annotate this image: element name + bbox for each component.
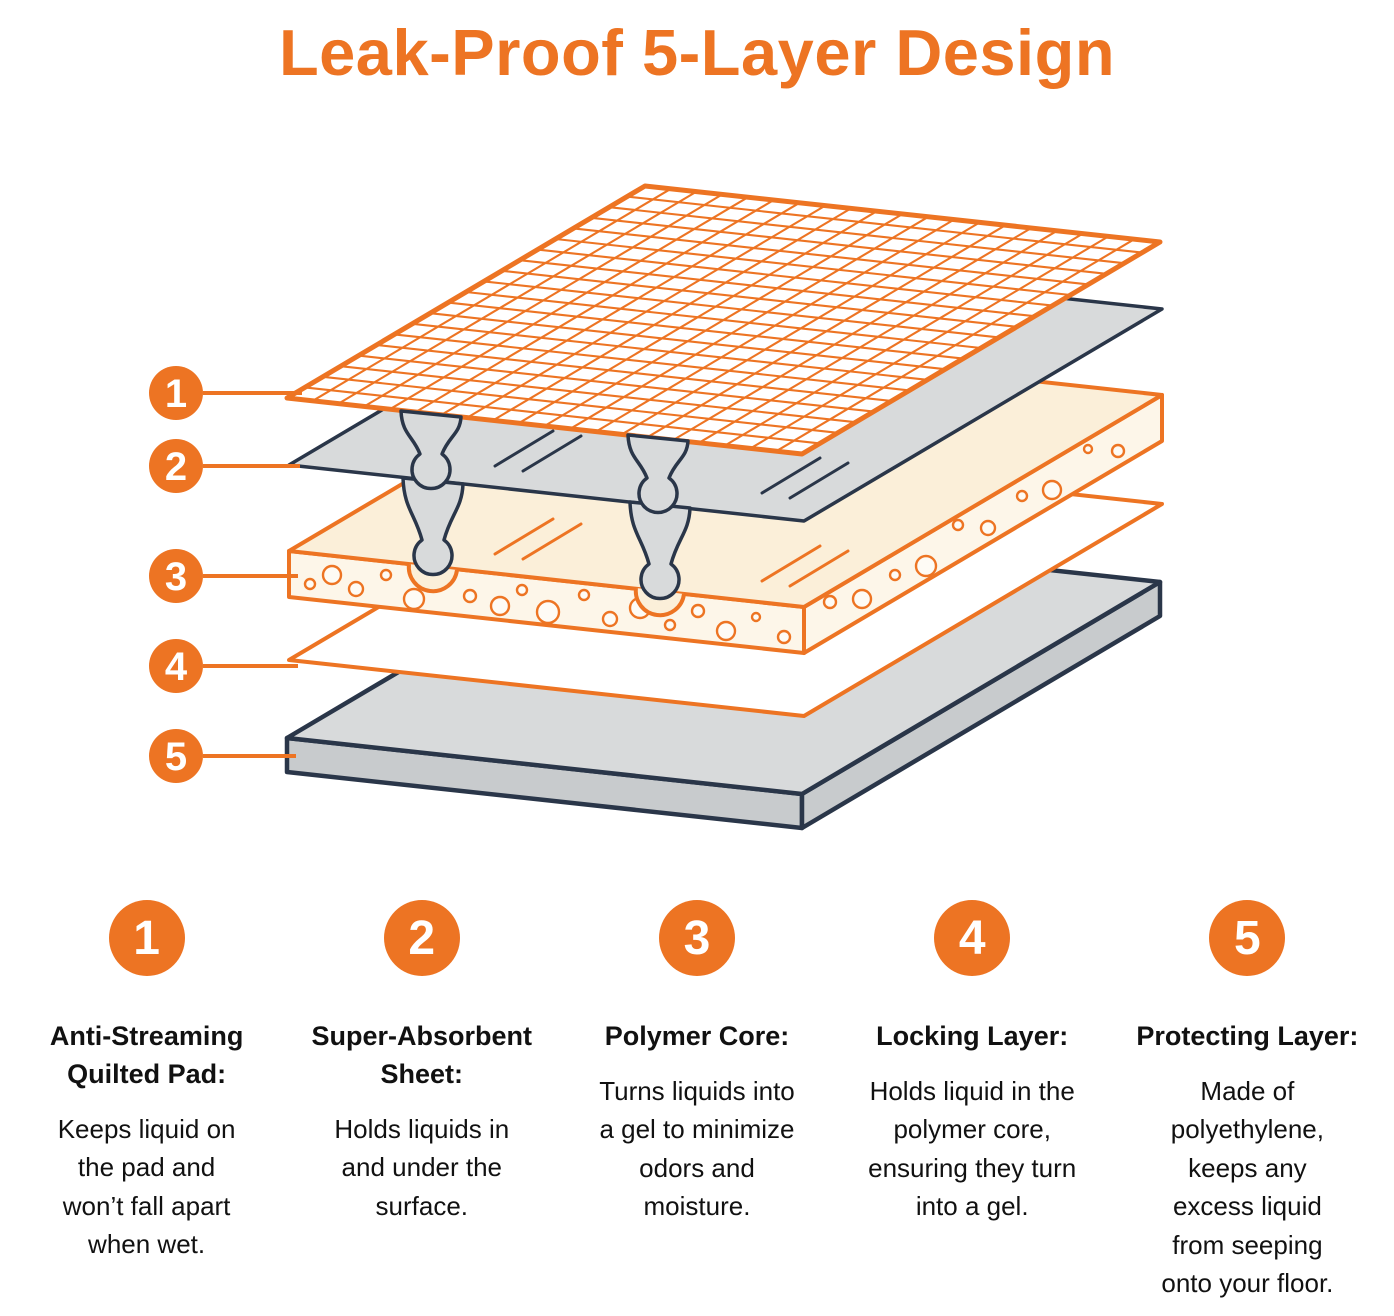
liquid-funnel [399,409,463,491]
feature-number: 4 [958,911,986,965]
callout-badge-5: 5 [149,729,203,784]
core-bubbles [303,443,1126,645]
feature-number: 1 [133,911,160,965]
feature-number-badge: 4 [934,900,1011,977]
sheet-shine-marks [493,429,850,500]
feature-number-badge: 2 [383,900,460,977]
callout-number: 1 [165,372,187,416]
layer-callouts: 1 2 3 4 5 [149,366,302,784]
feature-list: 1 Anti-Streaming Quilted Pad: Keeps liqu… [0,900,1394,1303]
callout-badge-4: 4 [149,639,203,694]
feature-heading: Super-Absorbent Sheet: [311,1021,533,1089]
feature-number: 3 [683,911,711,965]
layer-diagram: 1 2 3 4 5 [149,183,1164,831]
feature-item-5: 5 Protecting Layer: Made of polyethylene… [1125,900,1370,1303]
feature-number: 5 [1234,911,1261,965]
feature-description: Keeps liquid on the pad and won’t fall a… [57,1113,236,1260]
feature-description: Turns liquids into a gel to minimize odo… [599,1075,795,1222]
feature-number-badge: 5 [1209,900,1286,977]
callout-number: 5 [165,735,187,779]
liquid-funnel [628,500,692,601]
liquid-funnel [401,476,465,577]
feature-number-badge: 3 [658,900,735,977]
core-shine-marks [493,517,850,588]
feature-description: Made of polyethylene, keeps any excess l… [1161,1075,1334,1299]
page-title: Leak-Proof 5-Layer Design [278,16,1116,89]
callout-number: 4 [165,645,188,689]
feature-number-badge: 1 [108,900,185,977]
feature-item-1: 1 Anti-Streaming Quilted Pad: Keeps liqu… [24,900,269,1303]
feature-heading: Locking Layer: [876,1021,1069,1052]
feature-heading: Anti-Streaming Quilted Pad: [49,1021,244,1089]
feature-item-4: 4 Locking Layer: Holds liquid in the pol… [850,900,1095,1303]
feature-description: Holds liquids in and under the surface. [334,1113,510,1221]
feature-number: 2 [408,911,436,965]
callout-number: 2 [165,445,187,489]
mesh-grid-pattern [286,185,1161,456]
feature-description: Holds liquid in the polymer core, ensuri… [868,1075,1077,1222]
feature-heading: Polymer Core: [604,1021,790,1052]
liquid-funnel [626,433,690,515]
callout-badge-3: 3 [149,549,203,604]
feature-item-2: 2 Super-Absorbent Sheet: Holds liquids i… [299,900,544,1303]
feature-item-3: 3 Polymer Core: Turns liquids into a gel… [574,900,819,1303]
feature-heading: Protecting Layer: [1136,1021,1359,1052]
callout-number: 3 [165,555,187,599]
callout-badge-2: 2 [149,439,203,494]
callout-badge-1: 1 [149,366,203,421]
